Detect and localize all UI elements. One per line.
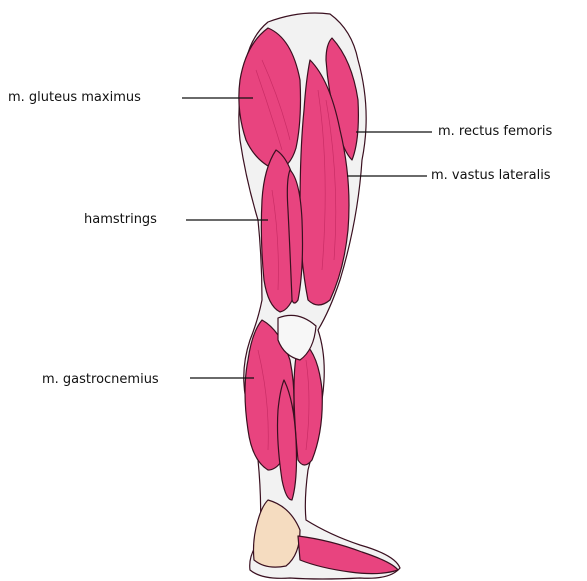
label-gastrocnemius: m. gastrocnemius [42, 372, 159, 388]
label-hamstrings: hamstrings [84, 212, 157, 228]
label-vastus-lateralis: m. vastus lateralis [431, 168, 551, 184]
label-rectus-femoris: m. rectus femoris [438, 124, 552, 140]
label-gluteus-maximus: m. gluteus maximus [8, 90, 141, 106]
